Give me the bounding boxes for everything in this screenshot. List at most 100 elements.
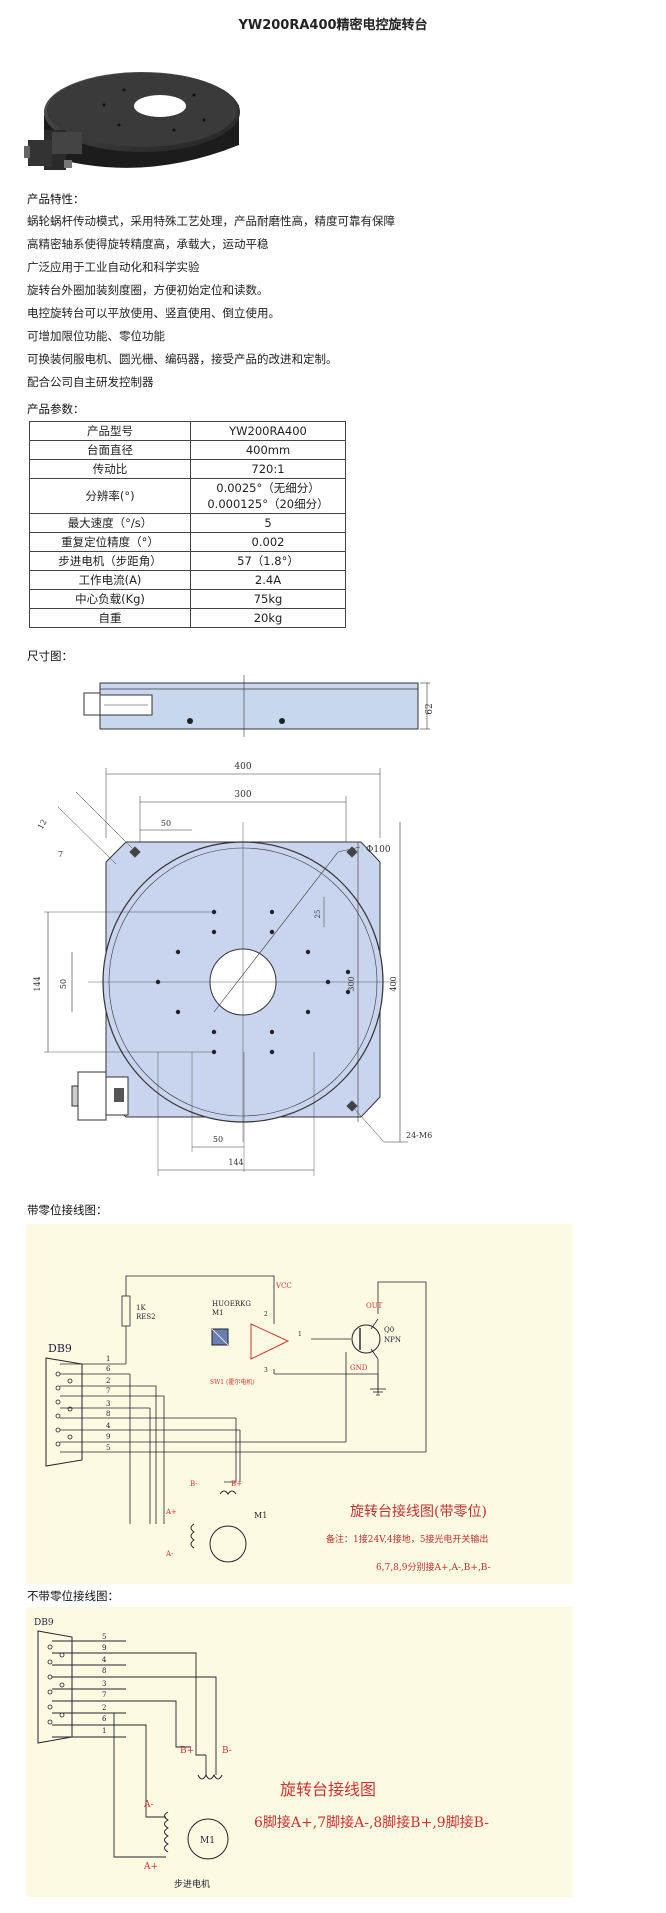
dim-chamfer-b-label: 7 xyxy=(58,850,63,859)
spec-value-line: 0.000125°（20细分） xyxy=(207,497,329,511)
wn-motor-ref: M1 xyxy=(200,1836,215,1846)
wz-pin-label: 5 xyxy=(106,1444,110,1452)
spec-key: 分辨率(°) xyxy=(29,478,191,514)
dim-left-b-label: 50 xyxy=(59,979,68,989)
wz-note2: 6,7,8,9分别接A+,A-,B+,B- xyxy=(376,1561,491,1573)
feature-item: 电控旋转台可以平放使用、竖直使用、倒立使用。 xyxy=(27,306,280,320)
wz-pin-label: 4 xyxy=(106,1422,111,1430)
dim-left-a-label: 144 xyxy=(33,976,42,991)
wn-pin-label: 5 xyxy=(102,1633,106,1641)
wn-pin-label: 8 xyxy=(102,1667,106,1675)
spec-value: 75kg xyxy=(190,589,346,609)
dim-bottom-b-label: 144 xyxy=(228,1158,243,1167)
feature-item: 可增加限位功能、零位功能 xyxy=(27,329,165,343)
wz-caption: 旋转台接线图(带零位) xyxy=(350,1503,487,1520)
wz-pin-label: 9 xyxy=(106,1433,110,1441)
wn-a-plus: A+ xyxy=(143,1862,158,1872)
wz-res-name: RES2 xyxy=(136,1313,156,1321)
page-title: YW200RA400精密电控旋转台 xyxy=(238,18,428,33)
spec-value-line: 0.0025°（无细分） xyxy=(216,481,320,495)
wz-note1: 备注：1接24V,4接地，5接光电开关输出 xyxy=(326,1533,488,1545)
dim-offset-label: 50 xyxy=(161,819,171,828)
wiring-nozero-panel: DB9 5 9 4 8 3 7 2 6 1 M1 B+ B- A- A+ 步进电… xyxy=(26,1607,572,1897)
table-row: 中心负载(Kg)75kg xyxy=(29,589,346,609)
wz-pin-label: 6 xyxy=(106,1365,111,1373)
dim-dia-label: Φ100 xyxy=(366,845,391,855)
wz-pin-label: 8 xyxy=(106,1410,110,1418)
wiring-zero-panel: DB9 1 6 2 7 3 8 4 9 5 xyxy=(26,1224,572,1584)
wn-note: 6脚接A+,7脚接A-,8脚接B+,9脚接B- xyxy=(254,1814,489,1831)
wn-a-minus: A- xyxy=(143,1800,154,1810)
feature-item: 蜗轮蜗杆传动模式，采用特殊工艺处理，产品耐磨性高，精度可靠有保障 xyxy=(27,214,395,228)
wn-motor-label: 步进电机 xyxy=(174,1878,210,1890)
spec-key: 重复定位精度（°） xyxy=(29,532,191,552)
spec-key: 最大速度（°/s） xyxy=(29,513,191,533)
wiring-nozero-diagram: DB9 5 9 4 8 3 7 2 6 1 M1 B+ B- A- A+ 步进电… xyxy=(34,1618,489,1890)
spec-value: 0.0025°（无细分） 0.000125°（20细分） xyxy=(190,478,346,514)
wz-pin-label: 1 xyxy=(106,1355,110,1363)
spec-value: YW200RA400 xyxy=(190,421,346,441)
spec-value: 400mm xyxy=(190,440,346,460)
wz-b-plus: B+ xyxy=(231,1480,242,1488)
dim-heading: 尺寸图： xyxy=(27,649,73,663)
wz-a-plus: A+ xyxy=(165,1508,177,1516)
dim-overall-label: 400 xyxy=(234,762,251,772)
wz-pin-label: 3 xyxy=(106,1400,110,1408)
spec-key: 自重 xyxy=(29,608,191,628)
wz-motor-label: M1 xyxy=(254,1511,267,1520)
spec-key: 步进电机（步距角） xyxy=(29,551,191,571)
wz-sw-label: SW1 (霍尔电机) xyxy=(210,1378,255,1386)
wz-vcc-label: VCC xyxy=(275,1282,292,1290)
table-row: 最大速度（°/s）5 xyxy=(29,513,346,533)
wz-a-minus: A- xyxy=(165,1550,174,1558)
spec-key: 工作电流(A) xyxy=(29,570,191,590)
spec-value: 720:1 xyxy=(190,459,346,479)
wz-sensor-name: HUOERKG xyxy=(212,1300,251,1308)
side-view-drawing: 62 xyxy=(83,675,435,737)
dim-right-b-label: 400 xyxy=(389,976,398,991)
wiring-nozero-heading: 不带零位接线图： xyxy=(27,1589,119,1603)
table-row: 步进电机（步距角）57（1.8°） xyxy=(29,551,346,571)
dim-thread-label: 24-M6 xyxy=(406,1131,432,1140)
dim-small-a-label: 25 xyxy=(314,910,322,919)
wn-b-minus: B- xyxy=(222,1746,232,1756)
spec-key: 产品型号 xyxy=(29,421,191,441)
wn-pin-label: 6 xyxy=(102,1715,107,1723)
wz-q0-label: Q0 xyxy=(384,1326,394,1334)
wn-pin-label: 1 xyxy=(102,1727,106,1735)
spec-value: 20kg xyxy=(190,608,346,628)
wz-pin1-label: 1 xyxy=(298,1331,302,1338)
wz-sensor-ref: M1 xyxy=(212,1309,224,1317)
wz-pin3-label: 3 xyxy=(264,1367,268,1374)
wiring-zero-heading: 带零位接线图： xyxy=(27,1203,108,1217)
spec-key: 传动比 xyxy=(29,459,191,479)
spec-key: 台面直径 xyxy=(29,440,191,460)
features-list: 蜗轮蜗杆传动模式，采用特殊工艺处理，产品耐磨性高，精度可靠有保障 高精密轴系使得… xyxy=(27,210,627,394)
dim-bottom-a-label: 50 xyxy=(213,1135,223,1144)
dim-right-a-label: 300 xyxy=(347,976,356,991)
dim-height-label: 62 xyxy=(425,703,435,714)
feature-item: 旋转台外圈加装刻度圈，方便初始定位和读数。 xyxy=(27,283,269,297)
dim-inner-label: 300 xyxy=(234,790,251,800)
feature-item: 可换装伺服电机、圆光栅、编码器，接受产品的改进和定制。 xyxy=(27,352,338,366)
feature-item: 配合公司自主研发控制器 xyxy=(27,375,154,389)
wz-pin2-label: 2 xyxy=(264,1311,268,1318)
feature-item: 高精密轴系使得旋转精度高，承载大，运动平稳 xyxy=(27,237,269,251)
table-row: 分辨率(°) 0.0025°（无细分） 0.000125°（20细分） xyxy=(29,478,346,514)
wn-pin-label: 9 xyxy=(102,1644,106,1652)
product-photo xyxy=(24,72,240,170)
spec-value: 5 xyxy=(190,513,346,533)
feature-item: 广泛应用于工业自动化和科学实验 xyxy=(27,260,200,274)
wn-b-plus: B+ xyxy=(180,1746,194,1756)
wn-db9-label: DB9 xyxy=(34,1618,54,1628)
spec-value: 0.002 xyxy=(190,532,346,552)
wz-res-value: 1K xyxy=(136,1304,146,1312)
table-row: 重复定位精度（°）0.002 xyxy=(29,532,346,552)
wz-out-label: OUT xyxy=(366,1302,383,1310)
wz-npn-label: NPN xyxy=(384,1336,401,1344)
